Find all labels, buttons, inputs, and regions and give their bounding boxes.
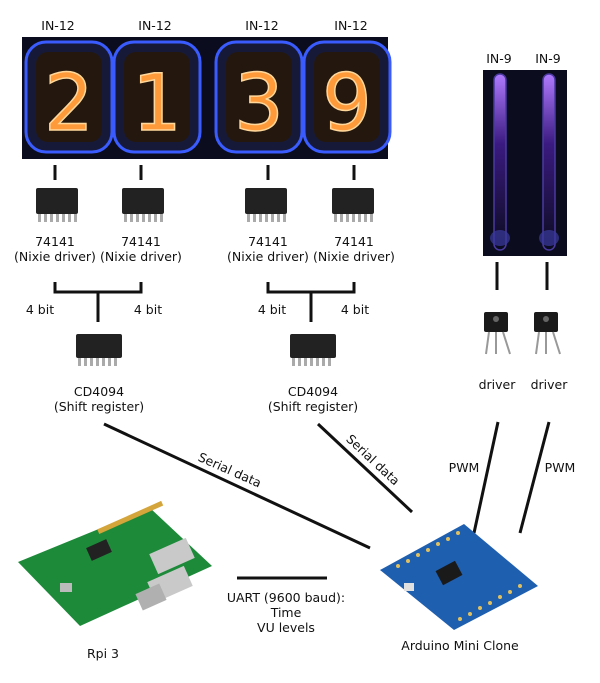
nixie-tubes-image: 2 1 3 9 [22, 37, 392, 159]
ic-chip-74141-2 [122, 188, 164, 222]
bus-width-label-4: 4 bit [340, 302, 370, 317]
ic-chip-74141-3 [245, 188, 287, 222]
nixie-digit-2: 1 [132, 59, 182, 149]
nixie-driver-label-1: 74141 (Nixie driver) [8, 234, 102, 264]
in9-tube-label-2: IN-9 [535, 51, 561, 66]
bus-width-label-2: 4 bit [133, 302, 163, 317]
uart-label: UART (9600 baud): Time VU levels [226, 590, 346, 635]
pwm-label-2: PWM [544, 460, 576, 475]
in9-tube-label-1: IN-9 [486, 51, 512, 66]
nixie-digit-4: 9 [322, 59, 372, 149]
nixie-driver-desc-2: (Nixie driver) [100, 249, 182, 264]
nixie-driver-label-4: 74141 (Nixie driver) [307, 234, 401, 264]
nixie-tube-3 [214, 40, 304, 154]
ic-chip-74141-1 [36, 188, 78, 222]
uart-label-vu: VU levels [257, 620, 315, 635]
tube-driver-links [53, 165, 549, 290]
nixie-driver-desc-4: (Nixie driver) [313, 249, 395, 264]
shift-register-desc-2: (Shift register) [267, 399, 359, 414]
shift-register-desc-1: (Shift register) [53, 399, 145, 414]
transistor-2 [534, 312, 561, 355]
ic-chip-74141-4 [332, 188, 374, 222]
shift-register-label-1: CD4094 (Shift register) [44, 384, 154, 414]
shift-register-part-1: CD4094 [73, 384, 125, 399]
nixie-driver-part-4: 74141 [334, 234, 374, 249]
transistor-1 [484, 312, 511, 355]
pwm-label-1: PWM [448, 460, 480, 475]
uart-label-title: UART (9600 baud): [226, 590, 346, 605]
nixie-tube-label-1: IN-12 [41, 18, 75, 33]
bus-width-label-3: 4 bit [257, 302, 287, 317]
nixie-digit-3: 3 [234, 59, 284, 149]
nixie-tube-label-4: IN-12 [334, 18, 368, 33]
uart-label-time: Time [270, 605, 302, 620]
nixie-tube-label-3: IN-12 [245, 18, 279, 33]
serial-data-label-2: Serial data [343, 431, 403, 488]
rpi-board-image [18, 500, 212, 626]
nixie-driver-label-2: 74141 (Nixie driver) [94, 234, 188, 264]
ic-chip-cd4094-1 [76, 334, 122, 366]
rpi-label: Rpi 3 [86, 646, 120, 661]
nixie-driver-part-3: 74141 [248, 234, 288, 249]
nixie-driver-part-2: 74141 [121, 234, 161, 249]
nixie-driver-part-1: 74141 [35, 234, 75, 249]
nixie-tube-1 [24, 40, 114, 154]
ic-chip-cd4094-2 [290, 334, 336, 366]
nixie-tube-4 [302, 40, 392, 154]
nixie-tube-label-2: IN-12 [138, 18, 172, 33]
tube-driver-label-1: driver [478, 377, 516, 392]
nixie-tube-2 [112, 40, 202, 154]
arduino-label: Arduino Mini Clone [401, 638, 519, 653]
nixie-digit-1: 2 [44, 59, 94, 149]
tube-driver-label-2: driver [530, 377, 568, 392]
bus-width-label-1: 4 bit [25, 302, 55, 317]
nixie-driver-desc-3: (Nixie driver) [227, 249, 309, 264]
shift-register-part-2: CD4094 [287, 384, 339, 399]
shift-register-label-2: CD4094 (Shift register) [258, 384, 368, 414]
in9-tubes-image [483, 70, 567, 256]
nixie-driver-desc-1: (Nixie driver) [14, 249, 96, 264]
bus-lines [53, 282, 356, 322]
arduino-board-image [380, 524, 538, 630]
signal-lines [103, 421, 551, 580]
nixie-driver-label-3: 74141 (Nixie driver) [221, 234, 315, 264]
